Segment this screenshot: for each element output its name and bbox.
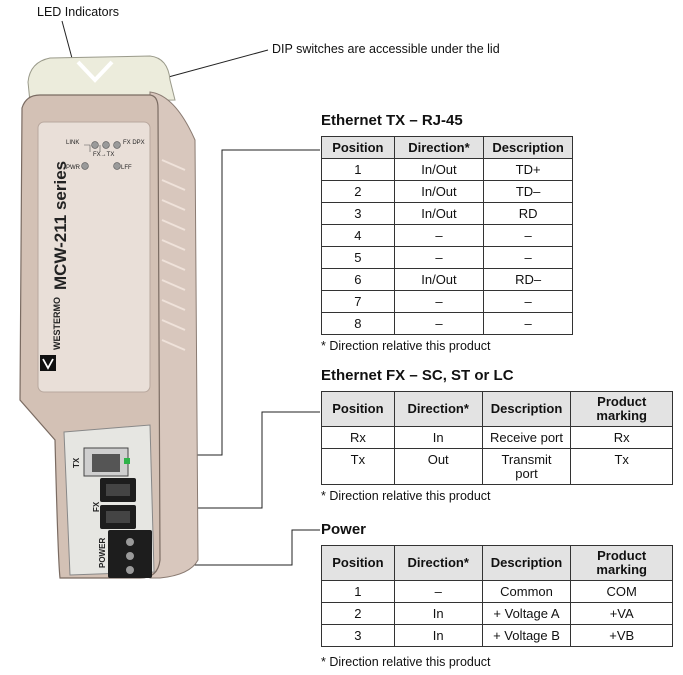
dip-switches-callout: DIP switches are accessible under the li… [272,42,500,56]
header-description: Description [481,545,572,581]
ethernet-tx-title: Ethernet TX – RJ-45 [321,112,463,129]
led-fx-dpx-label: FX DPX [123,140,145,146]
cell-description: – [483,246,573,269]
cell-product-marking: Rx [570,426,673,449]
power-port-label: POWER [98,538,107,568]
cell-direction: In/Out [393,202,485,225]
cell-position: 7 [321,290,395,313]
cell-position: Rx [321,426,395,449]
table-row: 5–– [321,246,573,269]
brand-logo-text: WESTERMO [52,297,62,350]
ethernet-fx-table: Position Direction* Description Product … [321,391,673,485]
cell-position: 6 [321,268,395,291]
cell-position: 3 [321,202,395,225]
cell-position: 4 [321,224,395,247]
cell-direction: – [393,290,485,313]
cell-direction: In/Out [393,180,485,203]
header-position: Position [321,545,395,581]
power-footnote: * Direction relative this product [321,655,491,669]
cell-description: Common [481,580,572,603]
cell-direction: – [393,312,485,335]
cell-description: TD– [483,180,573,203]
led-indicators-callout: LED Indicators [37,5,119,19]
led-lff-label: LFF [121,165,132,171]
cell-direction: In [393,426,483,449]
cell-position: Tx [321,448,395,485]
header-direction: Direction* [393,136,485,159]
cell-position: 1 [321,580,395,603]
cell-position: 2 [321,602,395,625]
ethernet-tx-footnote: * Direction relative this product [321,339,491,353]
led-link-label: LINK [66,140,79,146]
series-label: MCW-211 series [51,161,70,290]
table-row: 4–– [321,224,573,247]
cell-description: TD+ [483,158,573,181]
header-position: Position [321,136,395,159]
header-product-marking: Product marking [570,391,673,427]
ethernet-fx-footnote: * Direction relative this product [321,489,491,503]
header-product-marking: Product marking [570,545,673,581]
tx-port-label: TX [72,457,81,468]
cell-position: 2 [321,180,395,203]
cell-direction: – [393,224,485,247]
cell-product-marking: Tx [570,448,673,485]
cell-direction: – [393,580,483,603]
cell-description: – [483,224,573,247]
header-description: Description [481,391,572,427]
table-row: 8–– [321,312,573,335]
power-table: Position Direction* Description Product … [321,545,673,647]
cell-direction: In [393,602,483,625]
power-title: Power [321,521,367,538]
header-direction: Direction* [393,391,483,427]
cell-description: RD– [483,268,573,291]
header-direction: Direction* [393,545,483,581]
cell-description: – [483,290,573,313]
fx-port-label: FX [92,501,101,512]
cell-direction: In [393,624,483,647]
cell-position: 5 [321,246,395,269]
cell-position: 8 [321,312,395,335]
cell-description: – [483,312,573,335]
cell-position: 1 [321,158,395,181]
cell-description: Receive port [481,426,572,449]
table-row: 7–– [321,290,573,313]
header-position: Position [321,391,395,427]
cell-description: RD [483,202,573,225]
cell-direction: In/Out [393,158,485,181]
cell-description: Transmit port [481,448,572,485]
cell-direction: In/Out [393,268,485,291]
led-pwr-label: PWR [66,165,81,171]
cell-product-marking: COM [570,580,673,603]
cell-product-marking: +VA [570,602,673,625]
cell-position: 3 [321,624,395,647]
ethernet-fx-title: Ethernet FX – SC, ST or LC [321,367,514,384]
header-description: Description [483,136,573,159]
cell-description: + Voltage A [481,602,572,625]
led-fx-tx-label: FX→TX [93,152,114,158]
cell-direction: – [393,246,485,269]
cell-product-marking: +VB [570,624,673,647]
cell-direction: Out [393,448,483,485]
cell-description: + Voltage B [481,624,572,647]
